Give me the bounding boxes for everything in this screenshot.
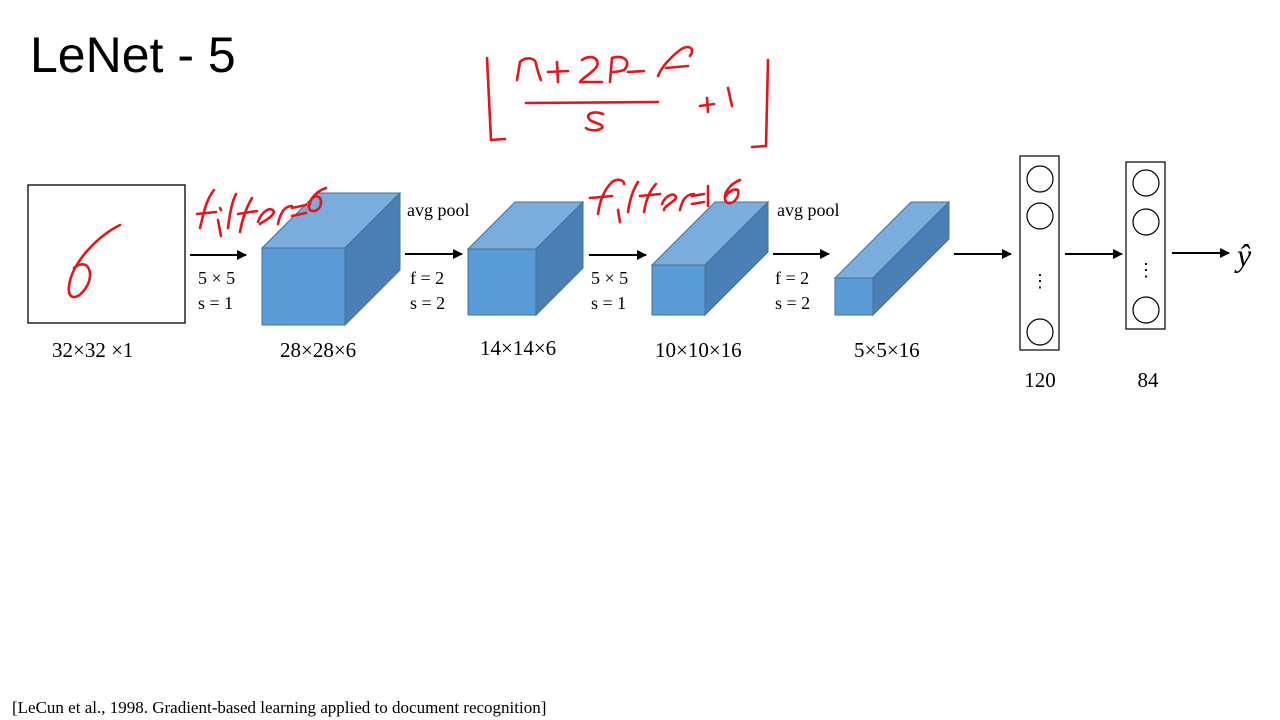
neuron [1132, 169, 1160, 197]
fc2-ellipsis: ⋮ [1137, 260, 1155, 280]
op2-stride: s = 2 [410, 293, 445, 313]
neuron [1026, 202, 1054, 230]
slide-title: LeNet - 5 [30, 27, 236, 83]
op3-filter: 5 × 5 [591, 268, 628, 288]
volume-10x10x16 [650, 200, 770, 317]
op4-stride: s = 2 [775, 293, 810, 313]
input-image [27, 184, 186, 324]
layer2-dims: 14×14×6 [480, 336, 556, 360]
layer4-dims: 5×5×16 [854, 338, 920, 362]
handwritten-filter-6 [195, 186, 328, 238]
op3-stride: s = 1 [591, 293, 626, 313]
op4-filter: f = 2 [775, 268, 809, 288]
handwritten-filter-16 [588, 178, 742, 224]
op4-title: avg pool [777, 200, 840, 220]
output-y-hat: ŷ [1234, 237, 1252, 273]
fc-layer-84 [1125, 161, 1166, 330]
handwritten-digit-6 [67, 223, 122, 299]
input-dims: 32×32 ×1 [52, 338, 133, 362]
op2-filter: f = 2 [410, 268, 444, 288]
neuron [1132, 208, 1160, 236]
neuron [1132, 296, 1160, 324]
layer1-dims: 28×28×6 [280, 338, 356, 362]
fc-layer-120 [1019, 155, 1060, 351]
op1-filter: 5 × 5 [198, 268, 235, 288]
handwritten-output-size-formula [485, 45, 770, 149]
fc2-label: 84 [1138, 368, 1160, 392]
layer3-dims: 10×10×16 [655, 338, 742, 362]
op1-stride: s = 1 [198, 293, 233, 313]
volume-28x28x6 [260, 191, 402, 327]
volume-5x5x16 [833, 200, 951, 317]
op2-title: avg pool [407, 200, 470, 220]
fc1-label: 120 [1024, 368, 1056, 392]
citation: [LeCun et al., 1998. Gradient-based lear… [12, 698, 546, 717]
neuron [1026, 318, 1054, 346]
neuron [1026, 165, 1054, 193]
fc1-ellipsis: ⋮ [1031, 271, 1049, 291]
volume-14x14x6 [466, 200, 585, 317]
